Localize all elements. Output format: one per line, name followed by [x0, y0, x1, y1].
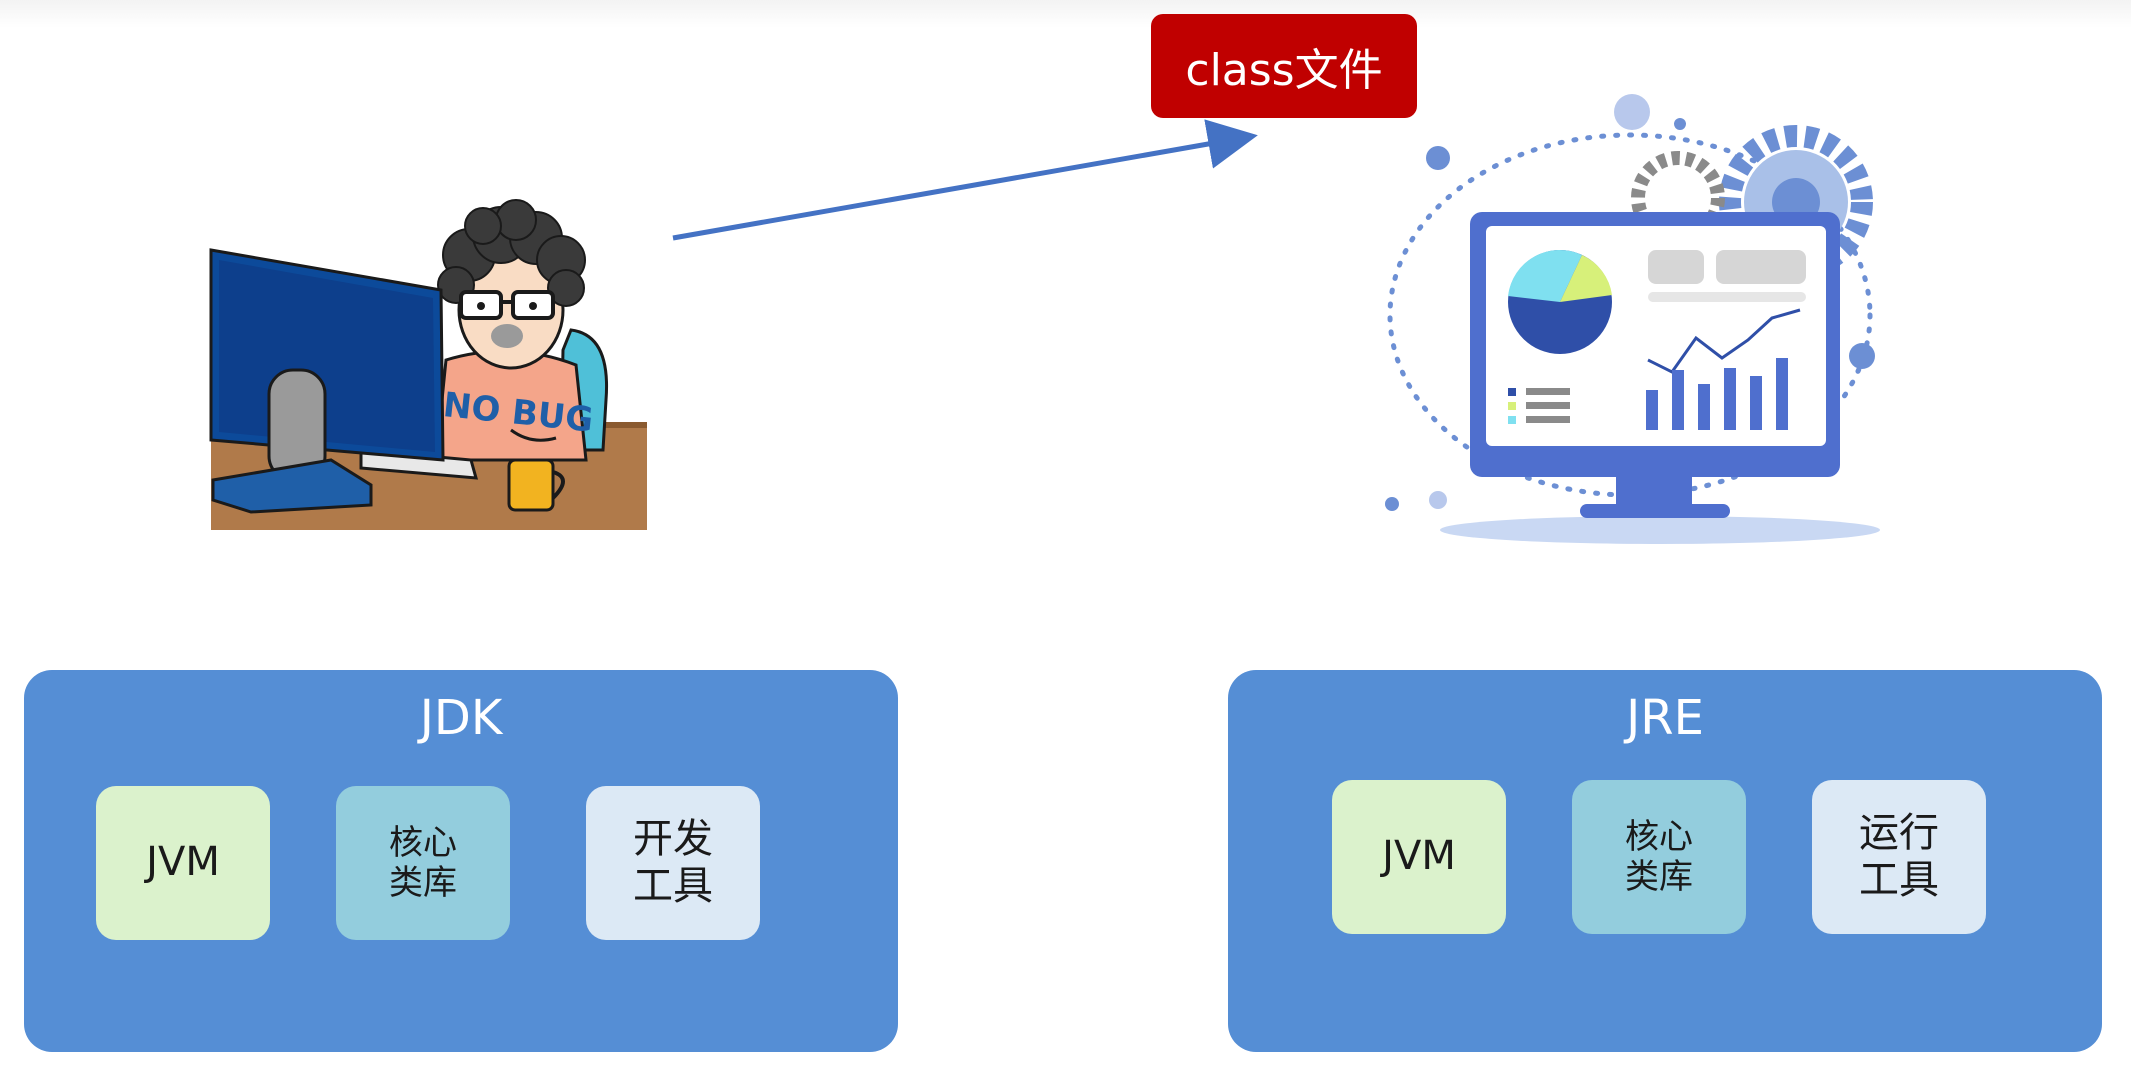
jre-jvm-label: JVM [1382, 833, 1456, 880]
class-file-text: class文件 [1185, 45, 1383, 96]
jdk-core-library-tile: 核心 类库 [336, 786, 510, 940]
jre-runtime-tools-line1: 运行 [1859, 809, 1939, 856]
jdk-core-library-line2: 类库 [389, 863, 457, 903]
jdk-box: JDK JVM 核心 类库 开发 工具 [24, 670, 898, 1052]
jre-core-library-tile: 核心 类库 [1572, 780, 1746, 934]
jre-core-library-line2: 类库 [1625, 857, 1693, 897]
jre-runtime-tools-line2: 工具 [1859, 857, 1939, 903]
jdk-dev-tools-line1: 开发 [633, 815, 713, 862]
developer-illustration: NO BUG [209, 199, 647, 530]
jdk-dev-tools-tile: 开发 工具 [586, 786, 760, 940]
class-file-label: class文件 [1151, 14, 1417, 118]
jre-core-library-line1: 核心 [1625, 816, 1693, 857]
jdk-dev-tools-line2: 工具 [633, 863, 713, 909]
jre-runtime-tools-tile: 运行 工具 [1812, 780, 1986, 934]
jre-box: JRE JVM 核心 类库 运行 工具 [1228, 670, 2102, 1052]
computer-dashboard-illustration [1385, 94, 1880, 544]
jdk-title: JDK [419, 690, 503, 746]
jre-title: JRE [1626, 690, 1704, 746]
jdk-core-library-line1: 核心 [389, 822, 457, 863]
jre-jvm-tile: JVM [1332, 780, 1506, 934]
jdk-jvm-label: JVM [146, 839, 220, 886]
jdk-jvm-tile: JVM [96, 786, 270, 940]
